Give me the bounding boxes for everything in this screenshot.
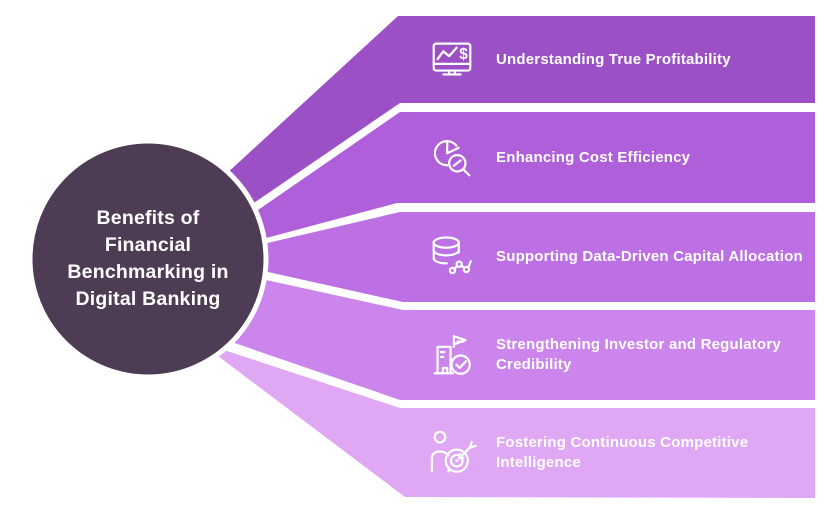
ribbon-banner-5 — [210, 347, 815, 498]
ribbon-banner-4 — [220, 276, 815, 400]
hub-circle — [27, 138, 269, 380]
ribbon-banner-1 — [225, 16, 815, 209]
banner-label: Strengthening Investor and Regulatory Cr… — [496, 336, 781, 373]
ribbon-banner-2 — [245, 112, 815, 241]
pie-chart-magnifier-icon — [427, 133, 477, 183]
banner-label: Fostering Continuous Competitive Intelli… — [496, 434, 749, 471]
monitor-chart-dollar-icon: $ — [427, 35, 477, 85]
dollar-glyph: $ — [459, 46, 468, 63]
banner-enhancing-cost-efficiency: Enhancing Cost Efficiency — [400, 112, 815, 203]
database-network-icon — [427, 232, 477, 282]
building-check-icon — [427, 330, 477, 380]
banner-label: Enhancing Cost Efficiency — [496, 148, 691, 166]
banner-label: Understanding True Profitability — [496, 50, 731, 68]
ribbon-banner-3 — [250, 212, 815, 302]
banner-fostering-continuous-competitive-intelligence: Fostering Continuous Competitive Intelli… — [400, 408, 815, 498]
person-target-icon — [427, 428, 477, 478]
banner-strengthening-investor-regulatory-credibility: Strengthening Investor and Regulatory Cr… — [400, 310, 815, 400]
banner-understanding-true-profitability: $ Understanding True Profitability — [400, 16, 815, 103]
banner-supporting-data-driven-capital-allocation: Supporting Data-Driven Capital Allocatio… — [400, 212, 815, 302]
banner-label: Supporting Data-Driven Capital Allocatio… — [496, 248, 803, 265]
